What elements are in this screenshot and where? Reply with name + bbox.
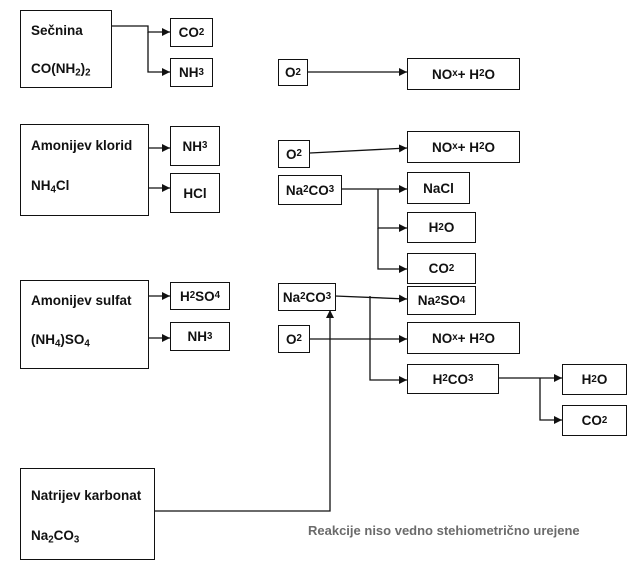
product-nacl: NaCl: [407, 172, 470, 204]
source-urea: Sečnina CO(NH2)2: [20, 10, 112, 88]
source-ammonium-chloride: Amonijev klorid NH4Cl: [20, 124, 149, 216]
source-urea-formula: CO(NH2)2: [31, 61, 91, 79]
source-sodium-carbonate-name: Natrijev karbonat: [31, 488, 142, 503]
source-urea-name: Sečnina: [31, 23, 83, 38]
source-ammonium-sulfate-formula: (NH4)SO4: [31, 332, 90, 350]
stoichiometry-note: Reakcije niso vedno stehiometrično ureje…: [308, 523, 580, 538]
source-sodium-carbonate: Natrijev karbonat Na2CO3: [20, 468, 155, 560]
source-ammonium-chloride-formula: NH4Cl: [31, 178, 70, 196]
source-sodium-carbonate-formula: Na2CO3: [31, 528, 80, 546]
product-hcl: HCl: [170, 173, 220, 213]
source-ammonium-sulfate: Amonijev sulfat (NH4)SO4: [20, 280, 149, 369]
source-ammonium-chloride-name: Amonijev klorid: [31, 138, 133, 153]
source-ammonium-sulfate-name: Amonijev sulfat: [31, 293, 132, 308]
